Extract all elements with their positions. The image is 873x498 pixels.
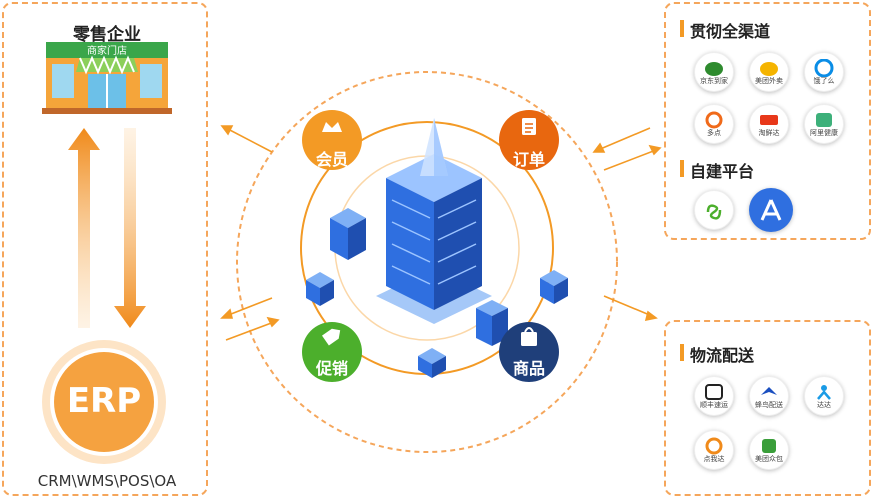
bag-icon — [521, 327, 537, 346]
self-mini-program — [694, 190, 734, 230]
arrow-down-icon — [114, 128, 146, 328]
channel-taoxianda: 淘鲜达 — [749, 104, 789, 144]
erp-subtitle: CRM\WMS\POS\OA — [37, 472, 177, 490]
channel-ali-health: 阿里健康 — [804, 104, 844, 144]
runner-icon — [817, 385, 831, 400]
retail-panel: 零售企业 商家门店 ERP CRM\WMS\POS\OA — [2, 2, 208, 496]
channels-title: 贯彻全渠道 — [690, 22, 771, 41]
retail-title: 零售企业 — [73, 25, 141, 45]
node-order-circle — [499, 110, 559, 170]
dog-icon — [705, 62, 723, 76]
erp-circle — [42, 340, 166, 464]
arrow-up-icon — [68, 128, 100, 328]
node-goods-circle — [499, 322, 559, 382]
node-goods-label: 商品 — [512, 359, 545, 378]
outer-ring — [236, 71, 618, 453]
logistics-bar — [680, 344, 684, 361]
store-icon: 商家门店 — [42, 42, 172, 114]
channels-panel: 贯彻全渠道 京东到家 美团外卖 饿了么 多点 淘鲜达 阿里健康 自建平台 — [664, 2, 871, 240]
mini-program-icon — [706, 204, 722, 220]
channel-jd-daojia: 京东到家 — [694, 52, 734, 92]
main-server-tower — [376, 118, 492, 324]
dianwoda-icon — [705, 437, 723, 455]
logistics-title: 物流配送 — [690, 346, 755, 365]
meituan-crowd-icon — [762, 439, 776, 453]
logistics-sf: 顺丰速运 — [694, 376, 734, 416]
kangaroo-icon — [760, 62, 778, 76]
logistics-fengniao: 蜂鸟配送 — [749, 376, 789, 416]
bird-icon — [761, 387, 777, 395]
connector-arrows — [220, 125, 662, 341]
sync-arrows — [68, 128, 146, 328]
channel-duodian: 多点 — [694, 104, 734, 144]
logistics-meituan-crowd: 美团众包 — [749, 430, 789, 470]
tag-icon — [322, 328, 341, 346]
channel-eleme: 饿了么 — [804, 52, 844, 92]
channel-meituan: 美团外卖 — [749, 52, 789, 92]
duodian-icon — [705, 111, 723, 129]
logistics-dianwoda: 点我达 — [694, 430, 734, 470]
node-member-label: 会员 — [315, 150, 348, 169]
crown-icon — [322, 122, 342, 132]
node-promo-label: 促销 — [315, 359, 348, 378]
ali-health-icon — [816, 113, 832, 127]
node-promo-circle — [302, 322, 362, 382]
app-store-icon — [760, 199, 782, 221]
eleme-icon — [814, 59, 834, 77]
channels-bar — [680, 20, 684, 37]
logistics-panel: 物流配送 顺丰速运 蜂鸟配送 达达 点我达 美团众包 — [664, 320, 871, 496]
taoxianda-icon — [760, 115, 778, 125]
node-order-label: 订单 — [512, 150, 545, 169]
self-platform-title: 自建平台 — [690, 162, 755, 181]
self-platform-bar — [680, 160, 684, 177]
sf-icon — [705, 384, 723, 400]
logistics-dada: 达达 — [804, 376, 844, 416]
self-app — [749, 188, 793, 232]
node-member-circle — [302, 110, 362, 170]
clipboard-icon — [522, 118, 536, 135]
erp-label: ERP — [66, 381, 142, 421]
store-sign-text: 商家门店 — [87, 44, 127, 57]
